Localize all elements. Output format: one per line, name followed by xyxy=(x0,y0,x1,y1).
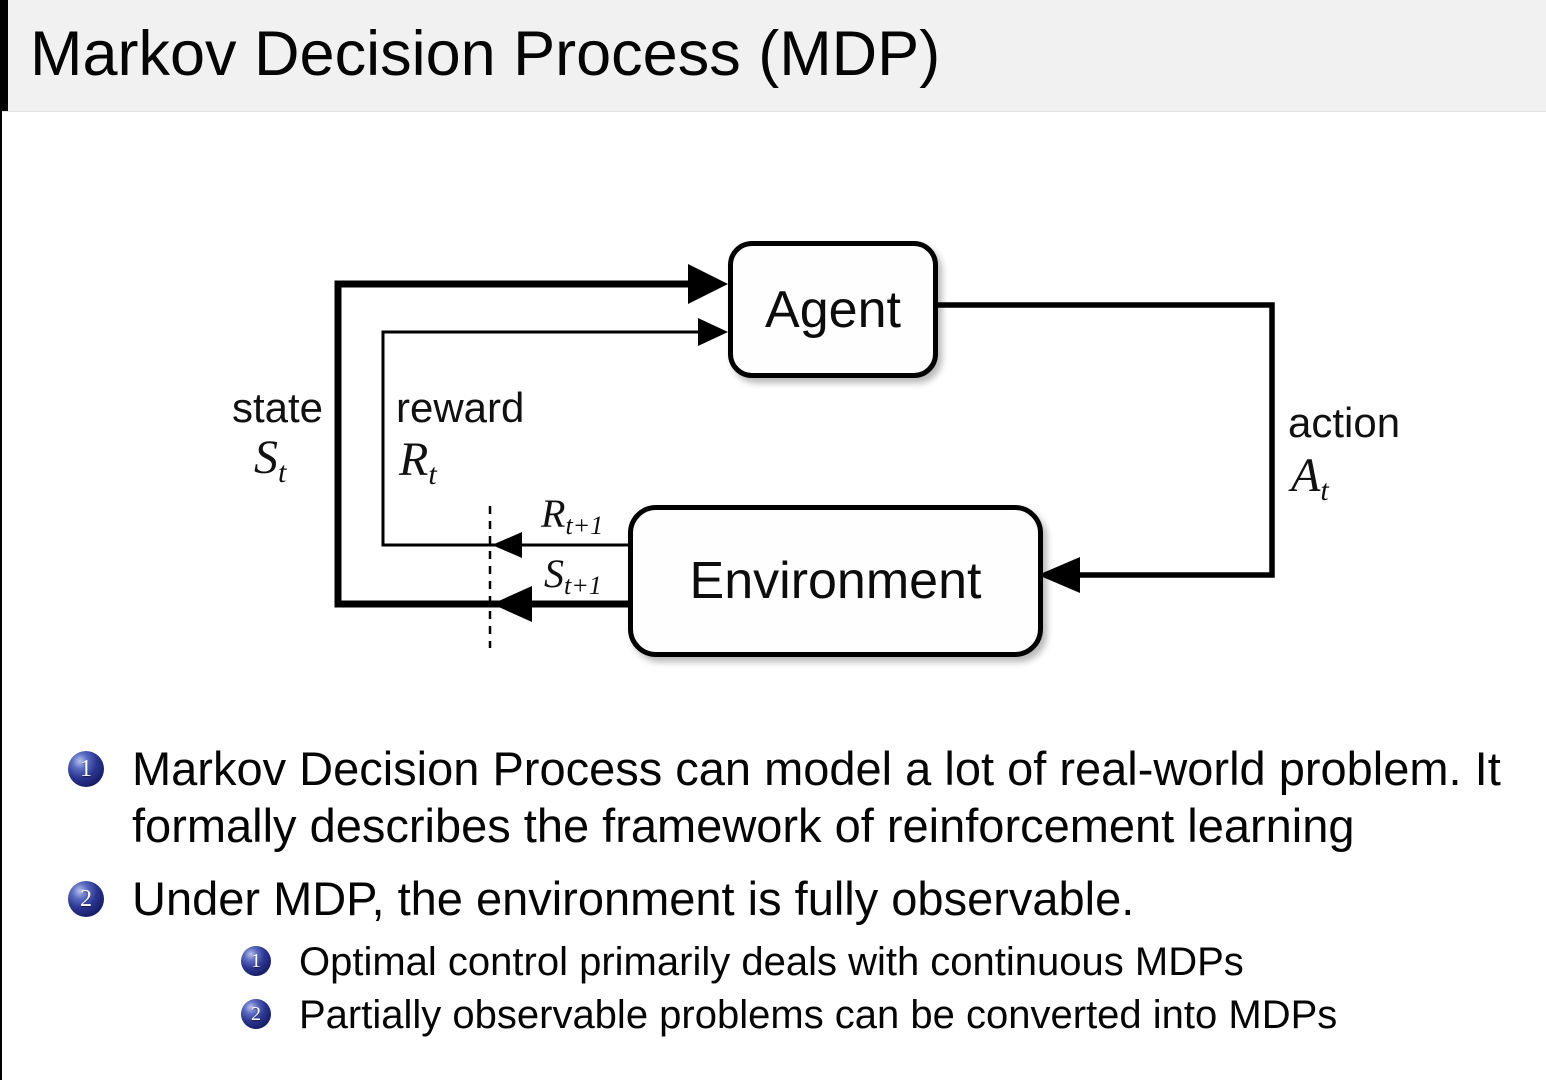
action-label: action xyxy=(1288,399,1401,446)
sub-bullet-2-number-badge: 2 xyxy=(241,999,271,1029)
environment-node: Environment xyxy=(628,505,1043,657)
action-arrowhead-into-environment-icon xyxy=(1038,557,1080,593)
state-label: state xyxy=(231,384,323,431)
state-loop-line xyxy=(334,280,690,608)
next-state-symbol: St+1 xyxy=(544,551,602,600)
bullet-1-number-badge: 1 xyxy=(68,751,104,787)
bullet-list: 1 Markov Decision Process can model a lo… xyxy=(66,740,1506,1058)
bullet-2-number-badge: 2 xyxy=(68,881,104,917)
state-arrowhead-into-agent-icon xyxy=(688,264,728,304)
title-bar: Markov Decision Process (MDP) xyxy=(0,0,1546,112)
state-arrowhead-at-time-divider-icon xyxy=(492,586,532,622)
slide-edge-left-line xyxy=(0,0,2,1080)
state-symbol: St xyxy=(254,431,287,489)
sub-bullet-list: 1 Optimal control primarily deals with c… xyxy=(132,936,1506,1042)
reward-arrowhead-into-agent-icon xyxy=(698,318,728,346)
sub-bullet-2-text: Partially observable problems can be con… xyxy=(299,993,1338,1037)
bullet-item-1: 1 Markov Decision Process can model a lo… xyxy=(66,740,1506,854)
reward-arrowhead-at-time-divider-icon xyxy=(492,532,522,558)
bullet-item-2: 2 Under MDP, the environment is fully ob… xyxy=(66,870,1506,1042)
next-reward-symbol: Rt+1 xyxy=(541,491,604,540)
action-loop-line xyxy=(932,302,1275,578)
sub-bullet-1-text: Optimal control primarily deals with con… xyxy=(299,940,1244,984)
sub-bullet-1-number-badge: 1 xyxy=(241,946,271,976)
reward-label: reward xyxy=(396,384,525,431)
agent-label: Agent xyxy=(765,280,901,339)
reward-symbol: Rt xyxy=(399,433,437,491)
bullet-1-text: Markov Decision Process can model a lot … xyxy=(132,742,1501,852)
sub-bullet-item-1: 1 Optimal control primarily deals with c… xyxy=(132,936,1506,989)
slide-edge-top-block xyxy=(0,0,8,111)
environment-label: Environment xyxy=(689,552,982,610)
agent-node: Agent xyxy=(728,241,938,378)
action-symbol: At xyxy=(1291,449,1329,507)
slide-title: Markov Decision Process (MDP) xyxy=(30,19,941,89)
sub-bullet-item-2: 2 Partially observable problems can be c… xyxy=(132,989,1506,1042)
bullet-2-text: Under MDP, the environment is fully obse… xyxy=(132,872,1135,925)
